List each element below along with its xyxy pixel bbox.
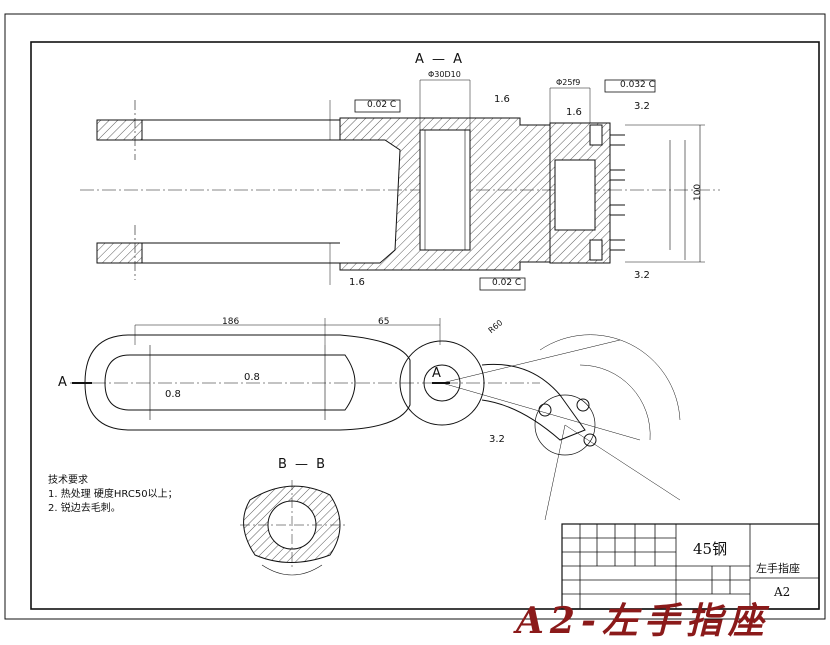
material-label: 45钢 — [693, 540, 728, 558]
plan-view — [70, 318, 681, 521]
section-bb-title: B — B — [278, 457, 328, 472]
tolerance-bottom: 0.02 C — [492, 278, 522, 288]
technical-note-1: 1. 热处理 硬度HRC50以上； — [48, 489, 178, 500]
drawing-banner: A2-左手指座 — [516, 600, 770, 642]
roughness-1-6-a: 1.6 — [494, 94, 510, 105]
cut-mark-a-right: A — [432, 366, 441, 381]
section-aa-title: A — A — [415, 52, 465, 67]
length-65: 65 — [378, 317, 390, 327]
technical-note-2: 2. 锐边去毛刺。 — [48, 503, 121, 514]
roughness-3-2-c: 3.2 — [489, 434, 505, 445]
sheet-size: A2 — [774, 585, 791, 599]
roughness-0-8-b: 0.8 — [165, 389, 181, 400]
roughness-3-2-a: 3.2 — [634, 101, 650, 112]
tolerance-right: 0.032 C — [620, 80, 655, 90]
inner-frame — [30, 41, 820, 610]
roughness-0-8-a: 0.8 — [244, 372, 260, 383]
cut-mark-a-left: A — [58, 375, 67, 390]
bore-dimension-top: Φ30D10 — [428, 70, 461, 79]
technical-notes: 技术要求 1. 热处理 硬度HRC50以上； 2. 锐边去毛刺。 — [48, 474, 178, 516]
roughness-1-6-c: 1.6 — [566, 107, 582, 118]
length-100: 100 — [693, 183, 704, 202]
bore-dimension-right: Φ25f9 — [556, 78, 581, 87]
roughness-3-2-b: 3.2 — [634, 270, 650, 281]
title-block — [561, 523, 820, 610]
roughness-1-6-b: 1.6 — [349, 277, 365, 288]
outer-frame — [4, 13, 826, 620]
technical-notes-heading: 技术要求 — [48, 475, 88, 486]
section-aa-view — [80, 79, 720, 291]
tolerance-flat-1: 0.02 C — [367, 100, 397, 110]
part-name: 左手指座 — [756, 562, 800, 575]
section-bb-view — [240, 480, 345, 576]
length-186: 186 — [222, 317, 240, 327]
